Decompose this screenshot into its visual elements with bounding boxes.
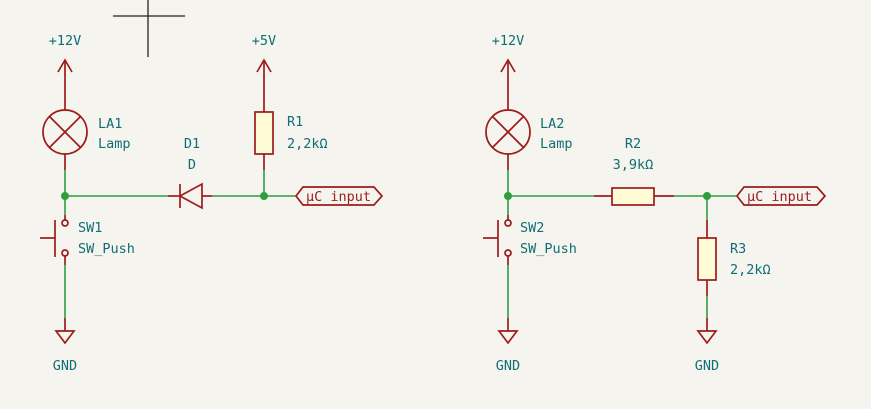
resistor-r2-value: 3,9kΩ <box>613 157 654 173</box>
lamp-la1-ref: LA1 <box>98 116 122 132</box>
ground-label-left: GND <box>53 358 77 374</box>
net-label-uc-input-right[interactable]: µC input <box>735 186 827 206</box>
power-symbol-12v-right[interactable]: +12V <box>492 33 525 90</box>
net-label-uc-input-left-text: µC input <box>306 189 371 205</box>
lamp-la2-value: Lamp <box>540 136 573 152</box>
resistor-r2-ref: R2 <box>625 136 641 152</box>
diode-d1-ref: D1 <box>184 136 200 152</box>
cursor-crosshair <box>113 0 185 57</box>
power-symbol-5v[interactable]: +5V <box>252 33 276 95</box>
net-label-uc-input-right-text: µC input <box>747 189 812 205</box>
power-label-12v-right: +12V <box>492 33 525 49</box>
resistor-r1-ref: R1 <box>287 114 303 130</box>
lamp-la2[interactable]: LA2 Lamp <box>485 90 573 170</box>
switch-sw2[interactable]: SW2 SW_Push <box>483 215 577 265</box>
resistor-r3[interactable]: R3 2,2kΩ <box>697 220 771 296</box>
ground-symbol-right-switch[interactable]: GND <box>496 318 520 374</box>
junction-left-lamp <box>61 192 69 200</box>
resistor-r1-value: 2,2kΩ <box>287 136 328 152</box>
lamp-la2-ref: LA2 <box>540 116 564 132</box>
switch-sw1-value: SW_Push <box>78 241 135 257</box>
ground-symbol-right-r3[interactable]: GND <box>695 318 719 374</box>
diode-d1[interactable]: D1 D <box>168 136 212 210</box>
resistor-r3-value: 2,2kΩ <box>730 262 771 278</box>
ground-label-right-r3: GND <box>695 358 719 374</box>
junction-right-r3 <box>703 192 711 200</box>
switch-sw1[interactable]: SW1 SW_Push <box>40 215 135 265</box>
resistor-r1[interactable]: R1 2,2kΩ <box>254 95 328 170</box>
switch-sw1-ref: SW1 <box>78 220 102 236</box>
diode-d1-value: D <box>188 157 196 173</box>
lamp-la1[interactable]: LA1 Lamp <box>42 90 131 170</box>
resistor-r2[interactable]: R2 3,9kΩ <box>594 136 674 206</box>
right-circuit: +12V LA2 Lamp R2 3,9kΩ <box>483 33 827 374</box>
net-label-uc-input-left[interactable]: µC input <box>294 186 384 206</box>
power-label-5v: +5V <box>252 33 276 49</box>
switch-sw2-value: SW_Push <box>520 241 577 257</box>
power-symbol-12v-left[interactable]: +12V <box>49 33 82 90</box>
power-label-12v-left: +12V <box>49 33 82 49</box>
ground-label-right-switch: GND <box>496 358 520 374</box>
junction-left-r1 <box>260 192 268 200</box>
switch-sw2-ref: SW2 <box>520 220 544 236</box>
lamp-la1-value: Lamp <box>98 136 131 152</box>
junction-right-lamp <box>504 192 512 200</box>
resistor-r3-ref: R3 <box>730 241 746 257</box>
left-circuit: +12V LA1 Lamp D1 D <box>40 33 384 374</box>
ground-symbol-left[interactable]: GND <box>53 318 77 374</box>
